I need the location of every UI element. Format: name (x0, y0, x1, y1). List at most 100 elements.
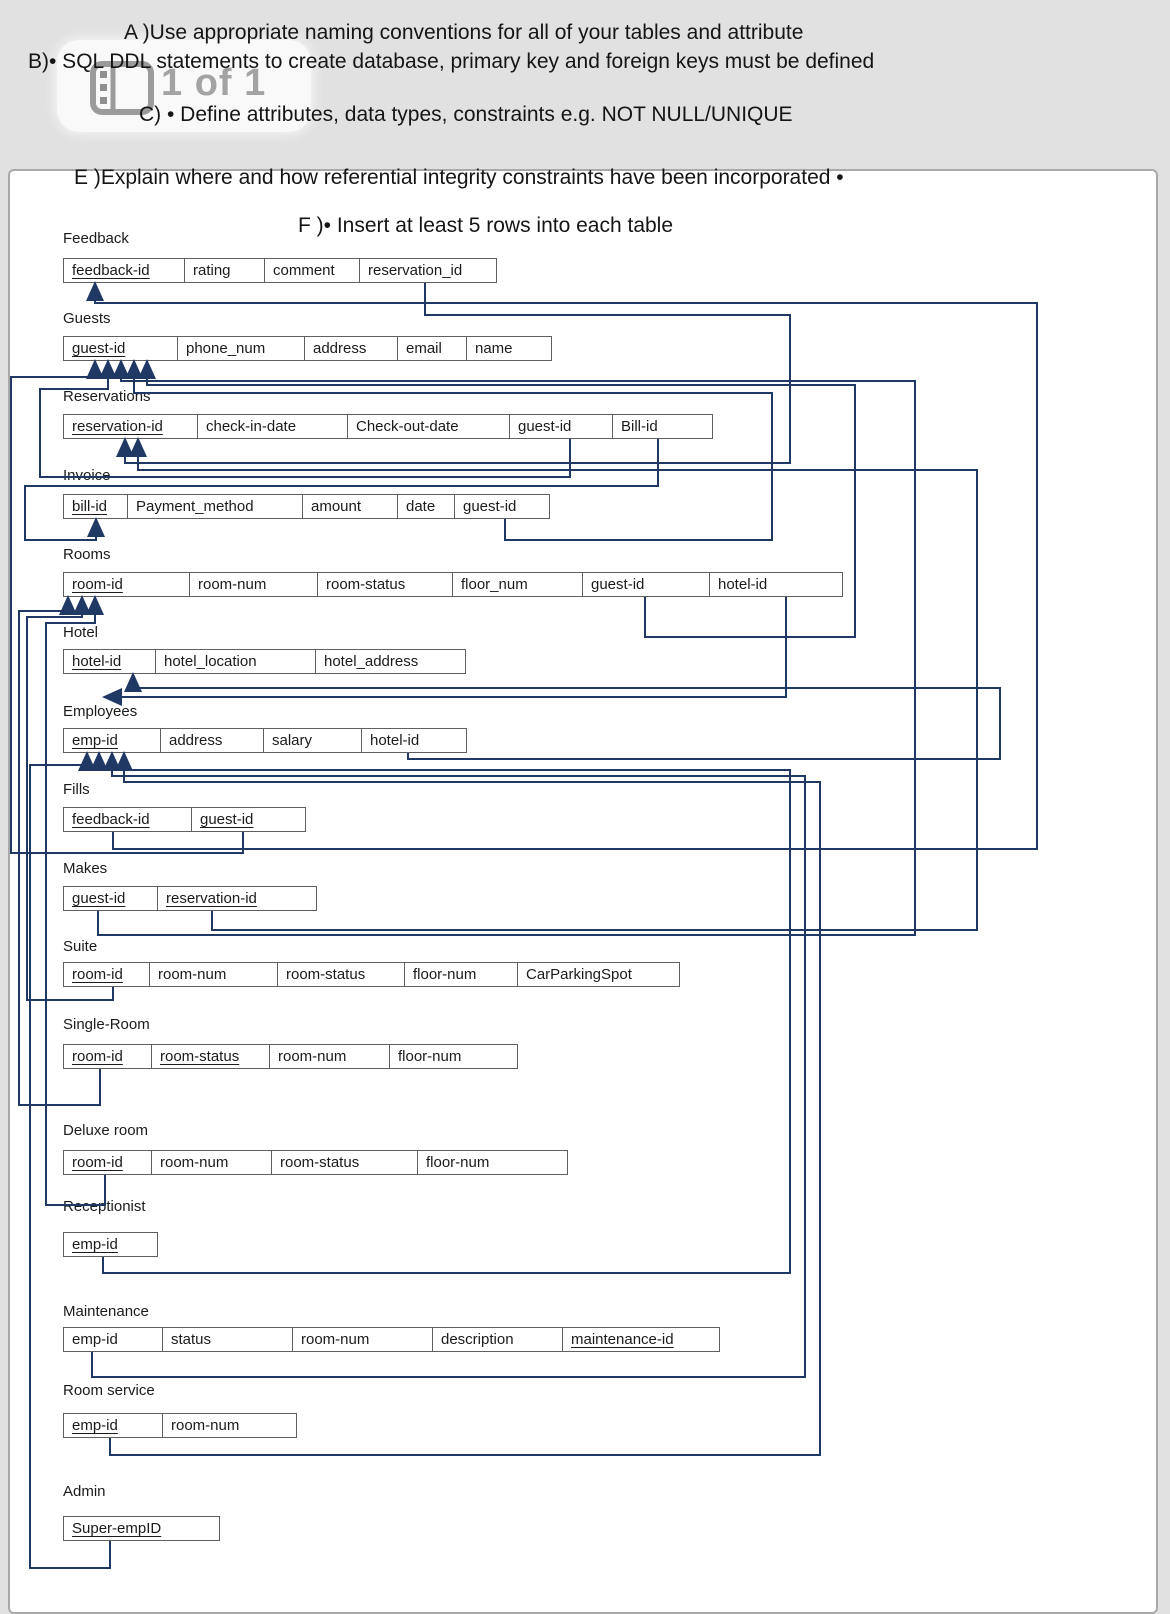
column-cell-rooms-room-id: room-id (63, 572, 190, 597)
column-cell-hotel-hotel-location: hotel_location (156, 649, 316, 674)
table-label-admin: Admin (63, 1483, 106, 1500)
requirement-line-e: E )Explain where and how referential int… (74, 166, 844, 189)
column-cell-employees-salary: salary (264, 728, 362, 753)
column-cell-deluxe-room-room-num: room-num (152, 1150, 272, 1175)
table-label-room-service: Room service (63, 1382, 155, 1399)
table-row-admin: Super-empID (63, 1516, 220, 1541)
column-cell-rooms-guest-id: guest-id (583, 572, 710, 597)
column-cell-guests-address: address (305, 336, 398, 361)
column-cell-invoice-payment-method: Payment_method (128, 494, 303, 519)
column-cell-guests-email: email (398, 336, 467, 361)
connector-reservations-bill-id-to-invoice-bill-id (24, 439, 659, 541)
column-cell-employees-address: address (161, 728, 264, 753)
table-label-hotel: Hotel (63, 624, 99, 641)
column-cell-single-room-room-num: room-num (270, 1044, 390, 1069)
column-cell-maintenance-emp-id: emp-id (63, 1327, 163, 1352)
table-row-receptionist: emp-id (63, 1232, 158, 1257)
column-cell-invoice-guest-id: guest-id (455, 494, 550, 519)
column-cell-guests-phone-num: phone_num (178, 336, 305, 361)
column-cell-rooms-room-status: room-status (318, 572, 453, 597)
column-cell-rooms-room-num: room-num (190, 572, 318, 597)
connector-fills-feedback-id-to-feedback-feedback-id (86, 281, 1038, 850)
column-cell-employees-emp-id: emp-id (63, 728, 161, 753)
table-label-employees: Employees (63, 703, 138, 720)
column-cell-single-room-room-id: room-id (63, 1044, 152, 1069)
column-cell-invoice-amount: amount (303, 494, 398, 519)
column-cell-suite-floor-num: floor-num (405, 962, 518, 987)
table-label-fills: Fills (63, 781, 90, 798)
column-cell-maintenance-maintenance-id: maintenance-id (563, 1327, 720, 1352)
column-cell-rooms-hotel-id: hotel-id (710, 572, 843, 597)
column-cell-rooms-floor-num: floor_num (453, 572, 583, 597)
column-cell-room-service-room-num: room-num (163, 1413, 297, 1438)
column-cell-hotel-hotel-address: hotel_address (316, 649, 466, 674)
column-cell-maintenance-room-num: room-num (293, 1327, 433, 1352)
column-cell-deluxe-room-room-status: room-status (272, 1150, 418, 1175)
column-cell-reservations-bill-id: Bill-id (613, 414, 713, 439)
requirement-line-a: A )Use appropriate naming conventions fo… (124, 21, 804, 44)
column-cell-maintenance-status: status (163, 1327, 293, 1352)
column-cell-single-room-room-status: room-status (152, 1044, 270, 1069)
table-label-guests: Guests (63, 310, 111, 327)
column-cell-suite-room-id: room-id (63, 962, 150, 987)
column-cell-maintenance-description: description (433, 1327, 563, 1352)
column-cell-reservations-reservation-id: reservation-id (63, 414, 198, 439)
column-cell-room-service-emp-id: emp-id (63, 1413, 163, 1438)
requirement-line-c: C) • Define attributes, data types, cons… (139, 103, 793, 126)
pages-icon (90, 61, 154, 115)
column-cell-guests-name: name (467, 336, 552, 361)
table-label-feedback: Feedback (63, 230, 129, 247)
column-cell-reservations-check-in-date: check-in-date (198, 414, 348, 439)
column-cell-feedback-reservation-id: reservation_id (360, 258, 497, 283)
column-cell-deluxe-room-floor-num: floor-num (418, 1150, 568, 1175)
column-cell-makes-guest-id: guest-id (63, 886, 158, 911)
column-cell-fills-feedback-id: feedback-id (63, 807, 192, 832)
table-label-invoice: Invoice (63, 467, 111, 484)
connector-receptionist-emp-id-to-employees-emp-id (90, 751, 791, 1274)
table-label-single-room: Single-Room (63, 1016, 150, 1033)
table-label-maintenance: Maintenance (63, 1303, 149, 1320)
table-label-makes: Makes (63, 860, 108, 877)
column-cell-invoice-date: date (398, 494, 455, 519)
column-cell-reservations-guest-id: guest-id (510, 414, 613, 439)
column-cell-fills-guest-id: guest-id (192, 807, 306, 832)
table-label-receptionist: Receptionist (63, 1198, 146, 1215)
column-cell-suite-room-num: room-num (150, 962, 278, 987)
column-cell-reservations-check-out-date: Check-out-date (348, 414, 510, 439)
column-cell-invoice-bill-id: bill-id (63, 494, 128, 519)
page-indicator: 1 of 1 (57, 40, 311, 132)
column-cell-feedback-comment: comment (265, 258, 360, 283)
column-cell-guests-guest-id: guest-id (63, 336, 178, 361)
column-cell-makes-reservation-id: reservation-id (158, 886, 317, 911)
column-cell-feedback-feedback-id: feedback-id (63, 258, 185, 283)
page-indicator-label: 1 of 1 (161, 62, 267, 104)
requirement-line-f: F )• Insert at least 5 rows into each ta… (298, 214, 674, 237)
column-cell-hotel-hotel-id: hotel-id (63, 649, 156, 674)
column-cell-suite-room-status: room-status (278, 962, 405, 987)
table-label-reservations: Reservations (63, 388, 151, 405)
column-cell-deluxe-room-room-id: room-id (63, 1150, 152, 1175)
column-cell-receptionist-emp-id: emp-id (63, 1232, 158, 1257)
table-label-suite: Suite (63, 938, 98, 955)
connector-rooms-hotel-id-to-hotel-hotel-id (102, 597, 787, 706)
column-cell-admin-super-empid: Super-empID (63, 1516, 220, 1541)
column-cell-suite-carparkingspot: CarParkingSpot (518, 962, 680, 987)
table-label-deluxe-room: Deluxe room (63, 1122, 149, 1139)
column-cell-feedback-rating: rating (185, 258, 265, 283)
column-cell-single-room-floor-num: floor-num (390, 1044, 518, 1069)
